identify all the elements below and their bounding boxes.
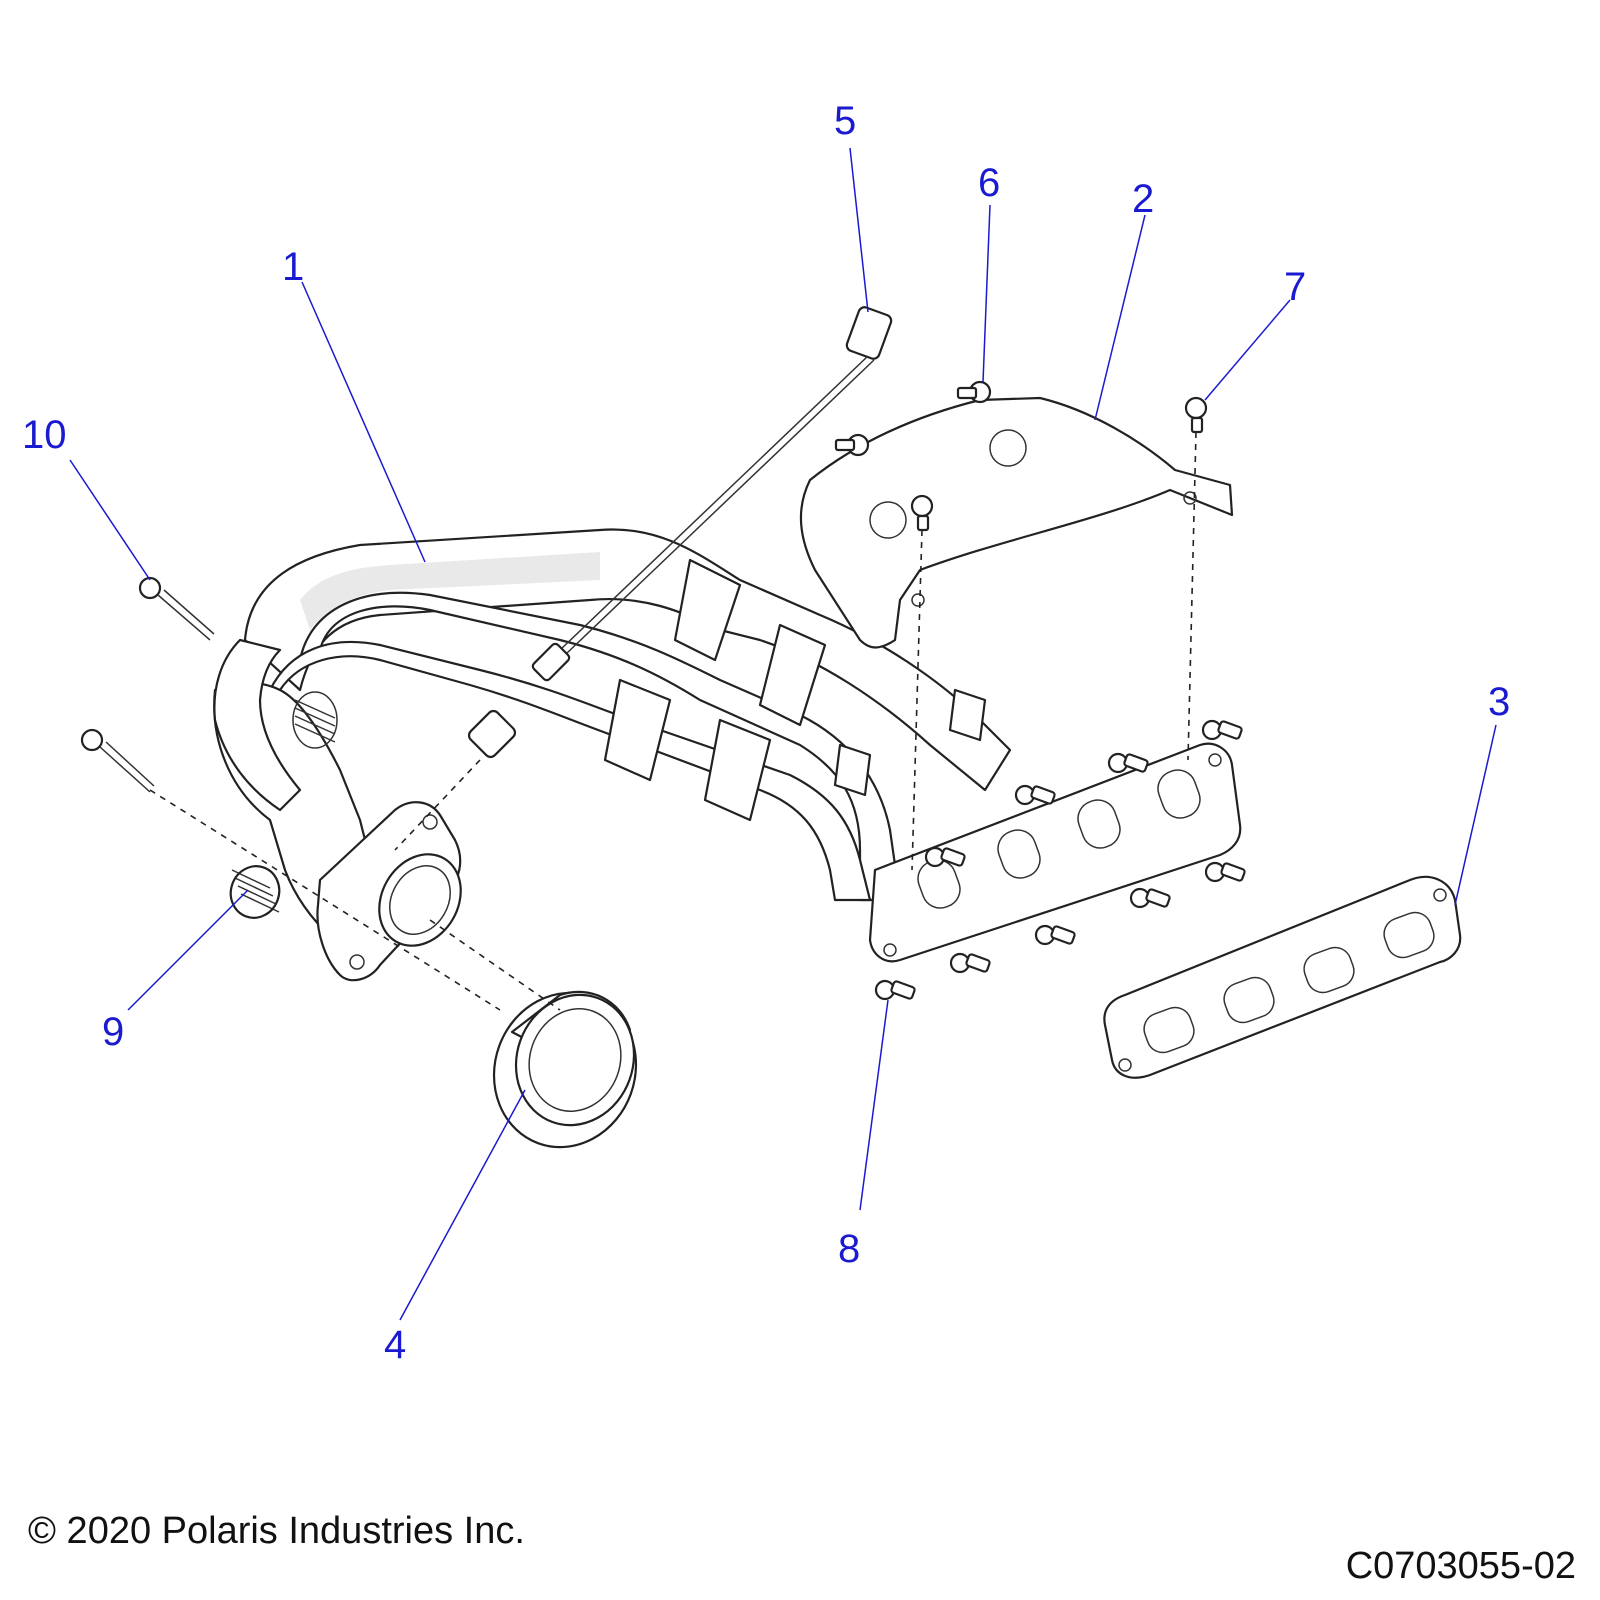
part-2-heat-shield [799, 396, 1234, 649]
part-5-oxygen-sensor [467, 306, 893, 759]
part-1-exhaust-header [213, 528, 1012, 982]
callout-4: 4 [384, 1323, 406, 1367]
part-3-manifold-gasket [1103, 875, 1462, 1079]
part-6-shield-bolt [834, 380, 992, 457]
shield-bolt-alignment-left [911, 529, 923, 871]
spring-alignment-line [149, 789, 501, 1011]
callout-7: 7 [1284, 265, 1306, 309]
callout-labels: 1 2 3 4 5 6 7 8 9 10 [22, 99, 1510, 1367]
collector-spring-boss [292, 691, 338, 749]
part-1-manifold-flange [868, 742, 1242, 963]
callout-8: 8 [838, 1227, 860, 1271]
callout-2: 2 [1132, 177, 1154, 221]
callout-9: 9 [102, 1010, 124, 1054]
callout-6: 6 [978, 161, 1000, 205]
callout-5: 5 [834, 99, 856, 143]
callout-3: 3 [1488, 680, 1510, 724]
copyright-notice: © 2020 Polaris Industries Inc. [28, 1510, 525, 1552]
drawing-number: C0703055-02 [1345, 1545, 1576, 1587]
manifold-bolt [1201, 719, 1243, 741]
manifold-bolt [1204, 861, 1246, 883]
manifold-bolt [1014, 784, 1056, 806]
part-7-shield-bolt [910, 396, 1208, 532]
callout-1: 1 [282, 245, 304, 289]
manifold-bolt [1034, 924, 1076, 946]
callout-10: 10 [22, 413, 67, 457]
manifold-bolt [1107, 752, 1149, 774]
part-4-exhaust-seal [492, 990, 638, 1149]
seal-alignment-line [429, 919, 561, 1011]
part-10-stud-bolt [80, 576, 215, 793]
manifold-bolt [1129, 887, 1171, 909]
callout-leaders [69, 147, 1497, 1321]
part-8-manifold-bolts [874, 719, 1246, 1001]
manifold-bolt [924, 846, 966, 868]
manifold-bolt [949, 952, 991, 974]
manifold-bolt [874, 979, 916, 1001]
sensor-alignment-line [394, 759, 481, 851]
part-9-spring [229, 865, 281, 919]
